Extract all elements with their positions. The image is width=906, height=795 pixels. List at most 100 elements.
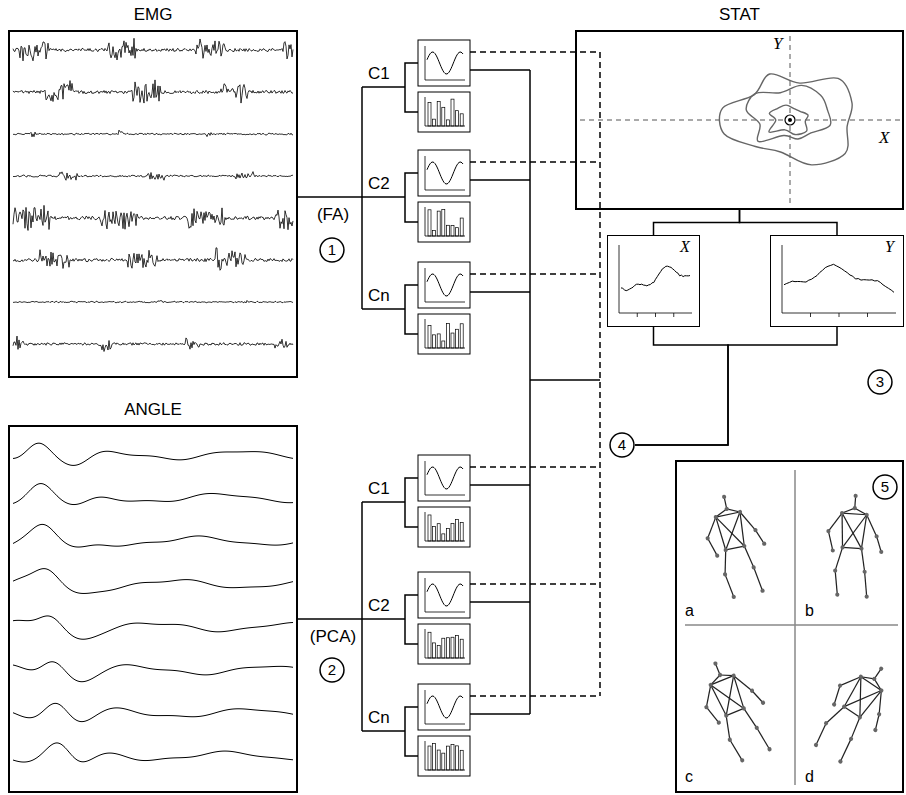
loading-bar [451,637,454,658]
loading-bar [460,324,463,348]
body-segment [861,515,866,549]
loading-bar [428,102,431,126]
joint-marker [753,528,758,533]
angle-trace [13,443,293,465]
joint-marker [731,594,736,599]
component-plot-frame [418,150,470,196]
panel-title: EMG [10,5,296,25]
body-segment [865,515,878,537]
axis-tick [655,313,656,317]
loading-bar [442,341,445,348]
emg-trace [13,336,293,351]
body-segment [860,689,881,719]
component-label: C2 [368,174,390,194]
loading-bar [456,329,459,348]
joint-marker [874,534,878,538]
joint-marker [705,536,710,541]
component-curve [427,162,463,184]
loading-bar [460,639,463,658]
loading-bar [437,645,440,658]
joint-marker [878,666,884,672]
callout-number: 4 [618,436,626,453]
loading-bar [446,638,449,658]
axis-tick [810,313,811,317]
callout-circle: 2 [319,657,345,683]
quadrant-axis [794,470,796,785]
plot-axis [425,578,465,612]
body-segment [871,679,884,691]
sway-curve [784,264,894,292]
solid-link [470,69,530,71]
loading-bar [460,114,463,126]
axis-label: X [680,238,690,256]
angle-trace [13,616,293,639]
plot-axis [425,690,465,724]
callout-ring [610,433,634,457]
component-curve [427,467,463,489]
solid-link [470,179,530,181]
loading-bar [456,228,459,236]
callout-circle: 5 [872,474,898,500]
sway-curve [621,266,690,291]
body-segment [737,512,747,546]
joint-marker [716,720,721,725]
tree-branch [362,196,405,198]
callout-ring [320,238,344,262]
joint-marker [742,544,747,549]
body-segment [726,708,744,715]
axis-tick [673,313,674,317]
axis-tick [637,313,638,317]
joint-marker [879,550,883,554]
loading-bar [451,99,454,126]
loading-bar [442,638,445,658]
tree-bracket [405,478,418,527]
loading-bar [456,111,459,126]
callout-circle: 3 [867,369,893,395]
loading-bar [446,225,449,236]
solid-link [470,291,530,293]
center-dot [788,118,792,122]
stat-axis [580,120,900,121]
body-segment [860,549,866,572]
joint-marker [841,704,847,710]
joint-marker [704,704,709,709]
loading-bar [428,210,431,236]
body-segment [840,513,864,549]
joint-marker [840,511,844,515]
axis-tick [839,313,840,317]
plot-axis [425,46,465,80]
body-segment [730,738,742,761]
component-plot-frame [418,455,470,501]
joint-marker [754,725,759,730]
tree-bracket [405,173,418,222]
body-segment [861,672,874,684]
body-segment [828,512,842,532]
body-segment [844,678,881,719]
loading-bar [451,226,454,236]
tree-branch [362,86,405,88]
emg-trace [13,248,293,270]
joint-marker [713,515,718,520]
connector [740,210,838,235]
method-label: (FA) [317,205,349,225]
joint-marker [749,688,754,693]
component-curve [427,52,463,74]
component-plot-frame [418,40,470,86]
component-plot-frame [418,684,470,730]
loading-bar [451,523,454,541]
body-segment [844,707,860,718]
joint-marker [715,553,720,558]
dashed-link [470,695,600,697]
body-segment [708,537,718,557]
body-segment [744,545,753,568]
joint-marker [833,568,837,572]
stick-figure [802,652,906,771]
loading-bar [433,643,436,658]
joint-marker [871,676,877,682]
loading-bar [433,744,436,770]
component-label: C1 [368,479,390,499]
component-plot-frame [418,202,470,242]
stick-figure [822,492,887,600]
component-label: Cn [368,286,390,306]
callout-number: 3 [876,373,884,390]
